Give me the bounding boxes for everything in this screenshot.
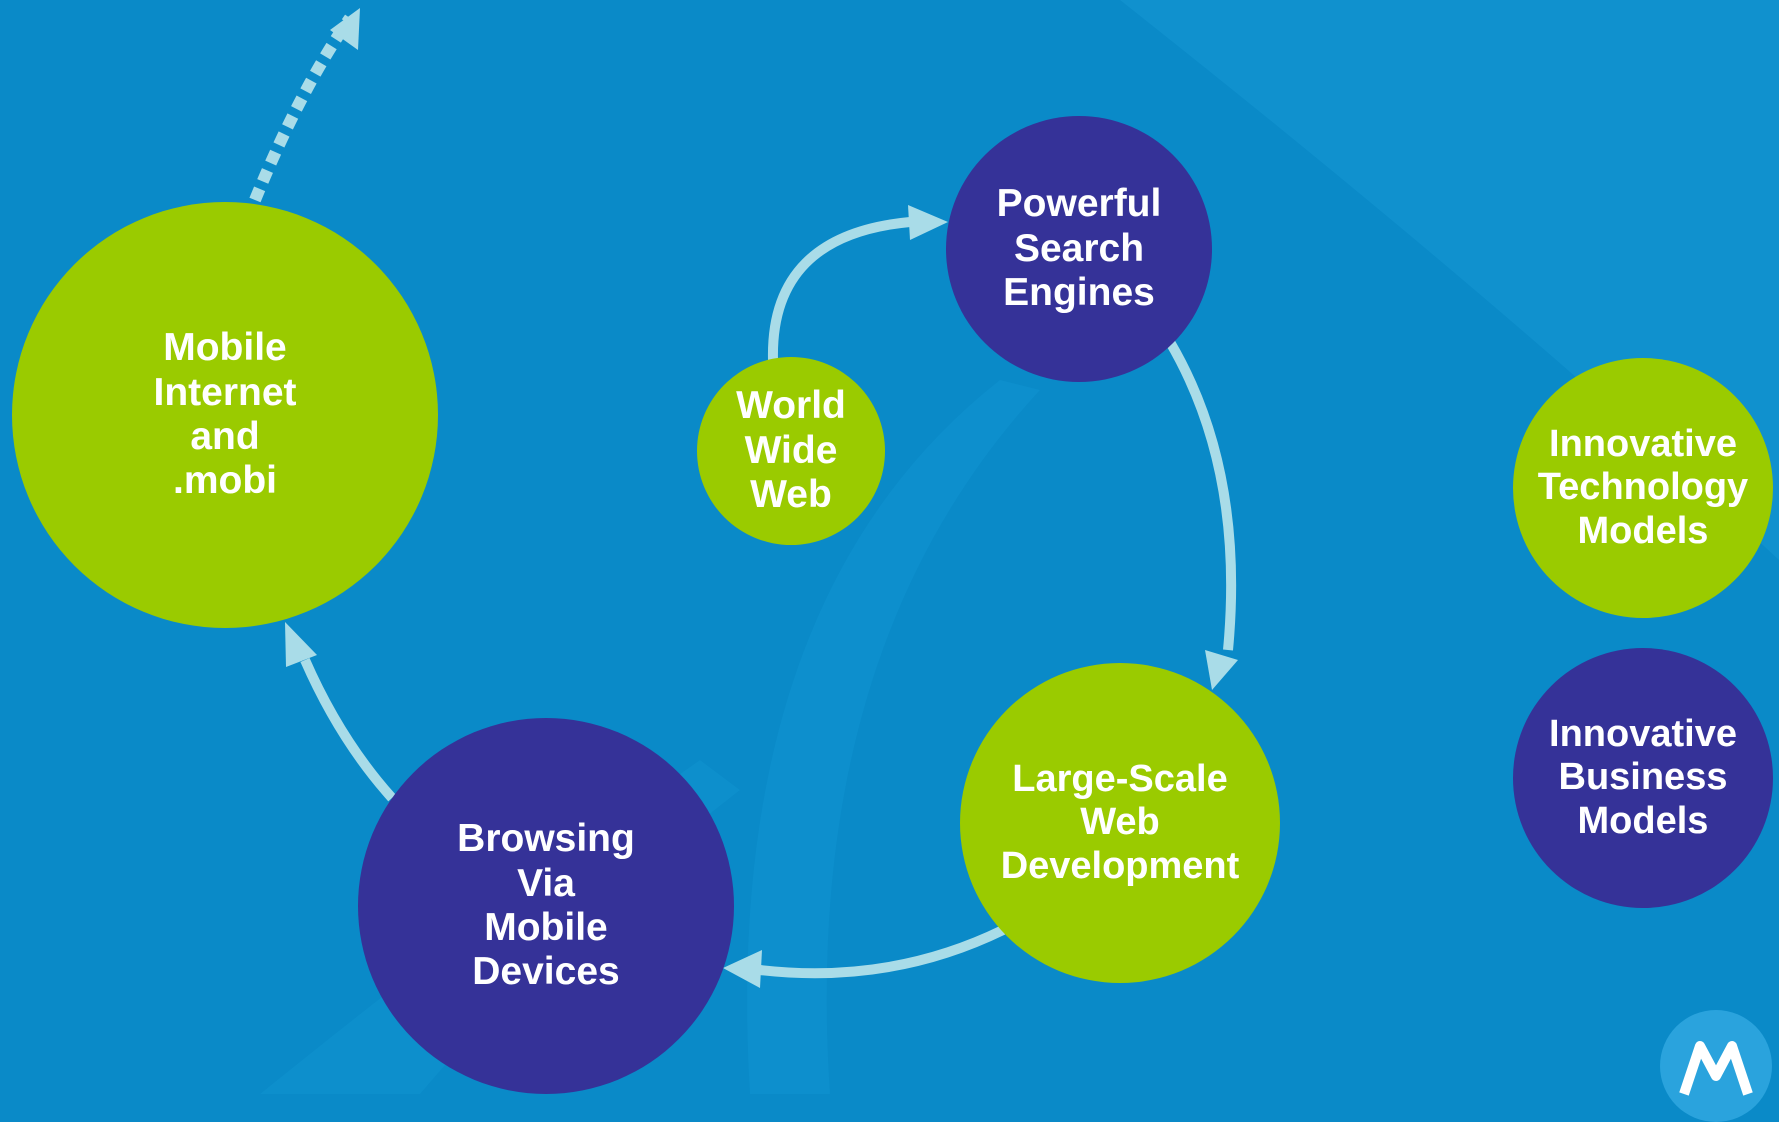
arrow-browsing-to-mobile-internet (300, 657, 396, 802)
node-technology-models: Innovative Technology Models (1513, 358, 1773, 618)
arrow-search-to-development-head (1205, 650, 1238, 690)
dotted-arrow-up-head (330, 8, 360, 50)
bg-light-band-top (1120, 0, 1779, 560)
bg-light-band-center (747, 380, 1040, 1094)
node-search-engines-label: Powerful Search Engines (996, 182, 1162, 315)
arrow-search-to-development (1165, 339, 1237, 651)
diagram-canvas: Mobile Internet and .mobi World Wide Web… (12, 0, 1779, 1122)
node-browsing-mobile: Browsing Via Mobile Devices (358, 718, 734, 1094)
motorola-logo (1660, 1010, 1772, 1122)
arrow-development-to-browsing-head (723, 950, 762, 988)
arrow-web-to-search (767, 217, 911, 361)
node-technology-models-label: Innovative Technology Models (1537, 423, 1749, 552)
node-web-development: Large-Scale Web Development (960, 663, 1280, 983)
node-mobile-internet-label: Mobile Internet and .mobi (153, 326, 297, 503)
arrow-browsing-to-mobile-internet-head (285, 622, 317, 667)
dotted-arrow-up (249, 14, 355, 203)
motorola-batwing-icon (1679, 1041, 1753, 1096)
node-web-development-label: Large-Scale Web Development (1000, 758, 1240, 887)
node-browsing-mobile-label: Browsing Via Mobile Devices (457, 817, 635, 994)
node-business-models: Innovative Business Models (1513, 648, 1773, 908)
arrow-web-to-search-head (908, 205, 948, 240)
node-world-wide-web: World Wide Web (697, 357, 885, 545)
node-business-models-label: Innovative Business Models (1549, 713, 1737, 842)
node-world-wide-web-label: World Wide Web (736, 384, 846, 517)
arrow-development-to-browsing (759, 925, 1006, 979)
arrows-layer (249, 8, 1238, 988)
node-mobile-internet: Mobile Internet and .mobi (12, 202, 438, 628)
node-search-engines: Powerful Search Engines (946, 116, 1212, 382)
